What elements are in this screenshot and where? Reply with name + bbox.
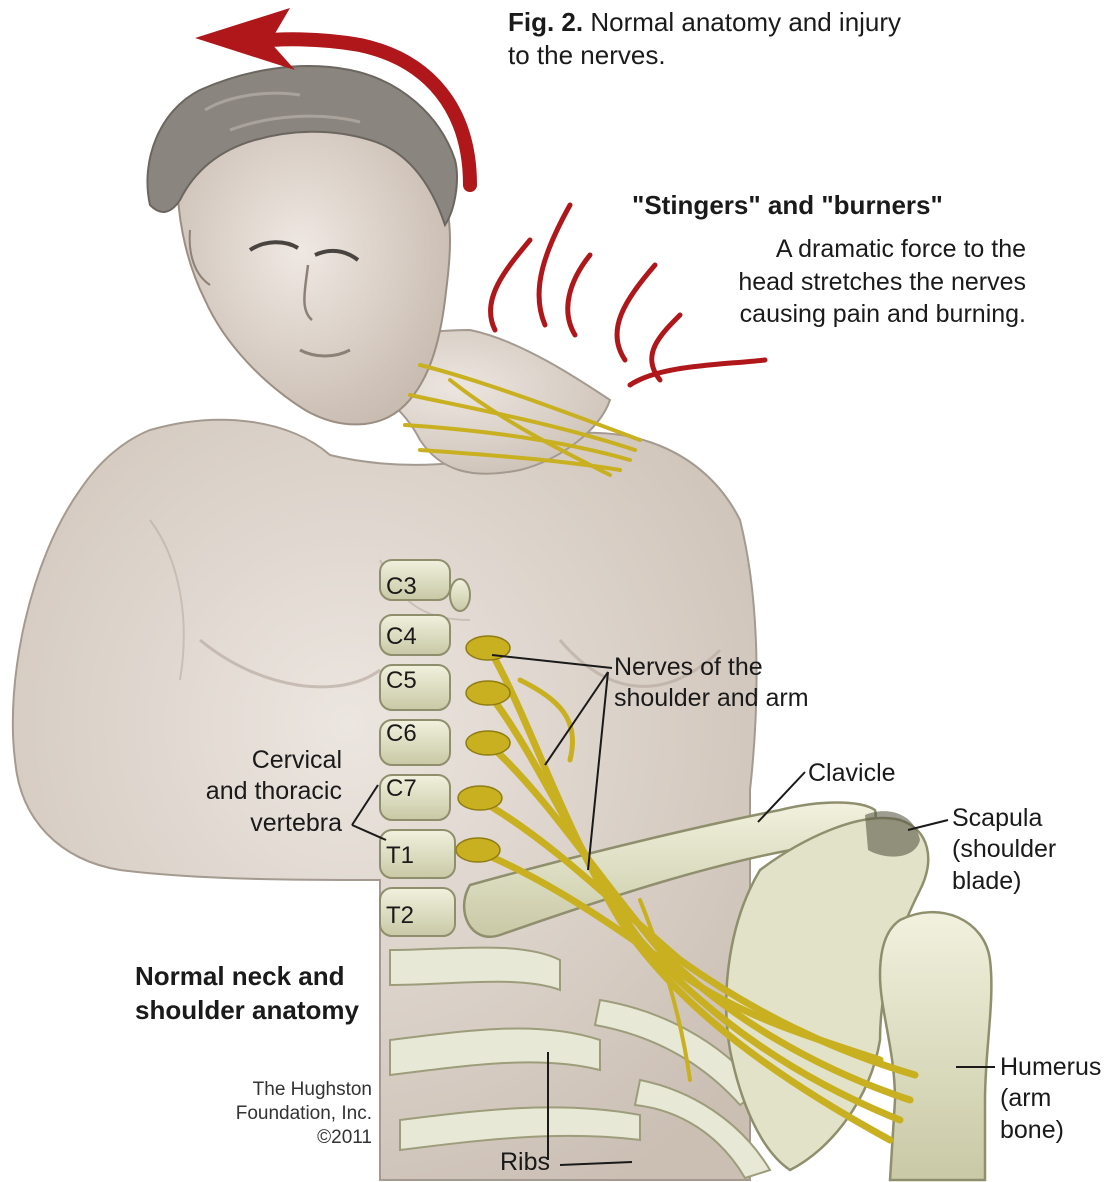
scapula-label: Scapula (shoulder blade) xyxy=(952,803,1056,897)
vertebra-c7: C7 xyxy=(386,775,417,804)
ribs-label: Ribs xyxy=(500,1147,550,1177)
injury-description-line: head stretches the nerves xyxy=(680,266,1026,299)
vertebra-c4: C4 xyxy=(386,623,417,652)
injury-description-line: causing pain and burning. xyxy=(680,298,1026,331)
humerus-label-line: bone) xyxy=(1000,1115,1101,1146)
figure-caption: Fig. 2. Normal anatomy and injury to the… xyxy=(508,6,928,71)
humerus-label: Humerus (arm bone) xyxy=(1000,1052,1101,1146)
cervical-label-line: vertebra xyxy=(180,808,342,839)
vertebra-c6: C6 xyxy=(386,720,417,749)
credit-line: The Hughston xyxy=(200,1078,372,1102)
nerves-label: Nerves of the shoulder and arm xyxy=(614,652,809,715)
section-title: Normal neck and shoulder anatomy xyxy=(135,960,359,1028)
credit-line: ©2011 xyxy=(200,1126,372,1150)
cervical-label-line: and thoracic xyxy=(180,776,342,807)
injury-description-line: A dramatic force to the xyxy=(680,233,1026,266)
head xyxy=(147,66,457,424)
credit-line: Foundation, Inc. xyxy=(200,1102,372,1126)
injury-heading: "Stingers" and "burners" xyxy=(632,190,943,221)
nerves-label-line: Nerves of the xyxy=(614,652,809,683)
cervical-label-line: Cervical xyxy=(180,745,342,776)
figure-number: Fig. 2. xyxy=(508,7,583,37)
credit: The Hughston Foundation, Inc. ©2011 xyxy=(200,1078,372,1149)
humerus-label-line: (arm xyxy=(1000,1083,1101,1114)
clavicle-label: Clavicle xyxy=(808,758,896,788)
vertebra-c3: C3 xyxy=(386,573,417,602)
scapula-label-line: (shoulder xyxy=(952,834,1056,865)
humerus-label-line: Humerus xyxy=(1000,1052,1101,1083)
scapula-label-line: Scapula xyxy=(952,803,1056,834)
vertebra-c5: C5 xyxy=(386,667,417,696)
vertebra-t2: T2 xyxy=(386,902,414,931)
section-title-line: shoulder anatomy xyxy=(135,994,359,1028)
nerves-label-line: shoulder and arm xyxy=(614,683,809,714)
injury-description: A dramatic force to the head stretches t… xyxy=(680,233,1026,331)
section-title-line: Normal neck and xyxy=(135,960,359,994)
cervical-label: Cervical and thoracic vertebra xyxy=(180,745,342,839)
vertebra-t1: T1 xyxy=(386,842,414,871)
humerus xyxy=(880,912,991,1180)
scapula-label-line: blade) xyxy=(952,866,1056,897)
